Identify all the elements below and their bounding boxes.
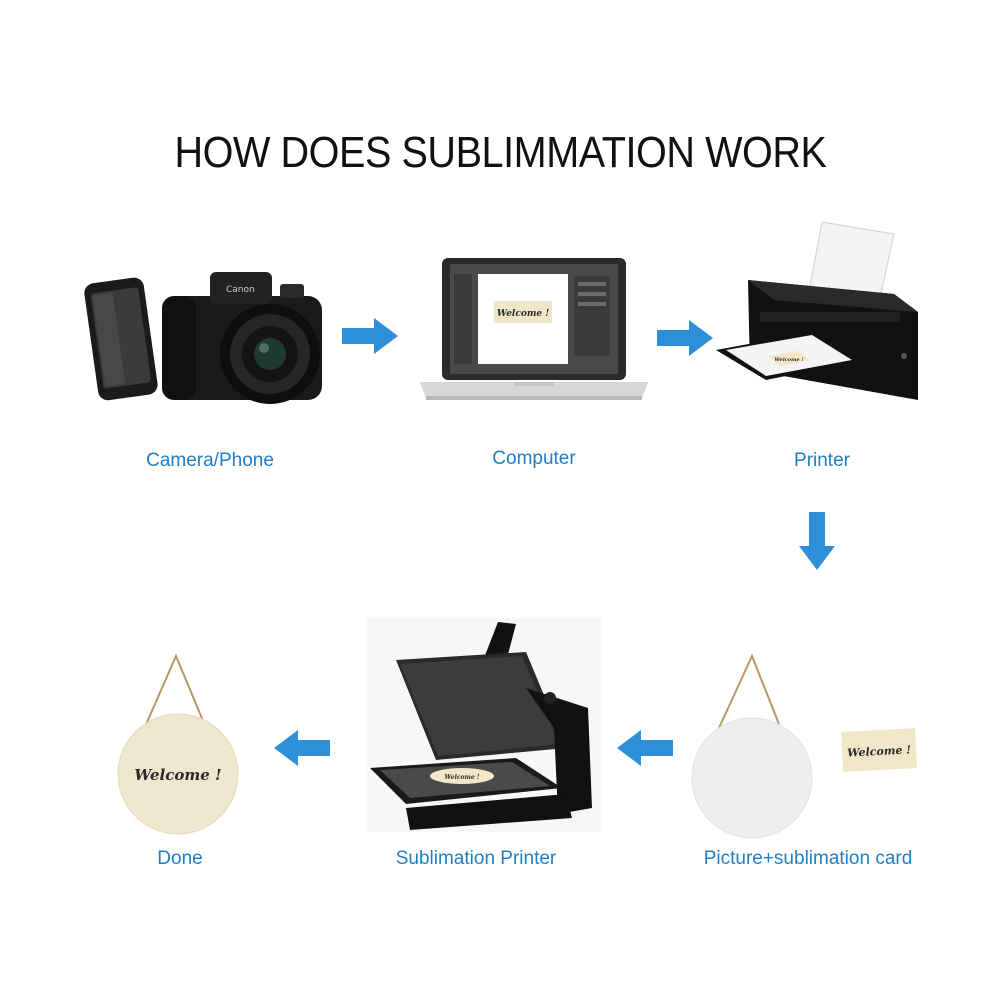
svg-text:Canon: Canon bbox=[226, 285, 255, 295]
arrow-left-icon bbox=[617, 730, 673, 766]
blank-sign-card-icon: Welcome ! bbox=[691, 653, 917, 839]
done-sign-text: Welcome ! bbox=[134, 766, 221, 784]
printer-icon: Welcome ! bbox=[716, 221, 918, 400]
step-label-picture-card: Picture+sublimation card bbox=[703, 848, 913, 869]
step-label-sublimation-printer: Sublimation Printer bbox=[395, 848, 557, 869]
camera-phone-icon: Canon bbox=[84, 272, 322, 404]
step-label-camera-phone: Camera/Phone bbox=[146, 450, 274, 471]
press-sign-text: Welcome ! bbox=[445, 774, 480, 781]
arrow-right-icon bbox=[342, 318, 398, 354]
arrow-down-icon bbox=[799, 512, 835, 570]
laptop-screen-text: Welcome ! bbox=[497, 309, 549, 319]
arrow-right-icon bbox=[657, 320, 713, 356]
page-title: HOW DOES SUBLIMMATION WORK bbox=[174, 128, 827, 177]
arrow-left-icon bbox=[274, 730, 330, 766]
laptop-icon: Welcome ! bbox=[420, 258, 648, 400]
step-label-printer: Printer bbox=[794, 450, 850, 471]
finished-sign-icon: Welcome ! bbox=[117, 653, 239, 835]
printer-paper-text: Welcome ! bbox=[774, 357, 803, 363]
card-text: Welcome ! bbox=[847, 743, 912, 759]
step-label-computer: Computer bbox=[492, 448, 576, 469]
step-label-done: Done bbox=[157, 848, 203, 869]
heat-press-icon: Welcome ! bbox=[366, 618, 602, 832]
